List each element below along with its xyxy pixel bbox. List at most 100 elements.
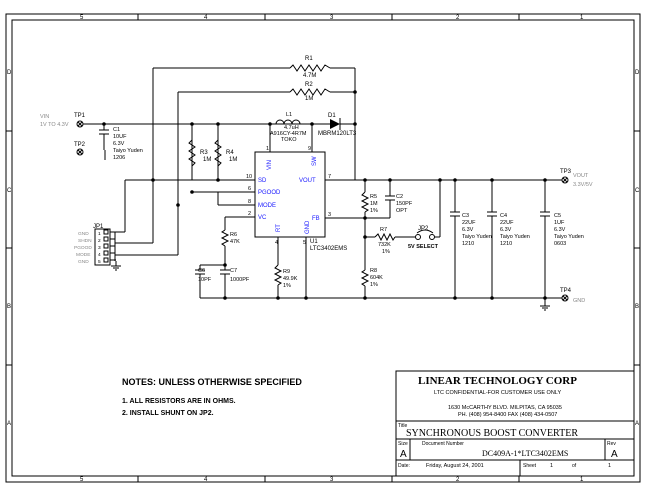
col-label-bottom: 3	[330, 477, 334, 483]
d1-ref: D1	[328, 113, 336, 119]
c2-note: OPT	[396, 208, 408, 214]
r7-ref: R7	[380, 227, 387, 233]
testpoint-tp4[interactable]: TP4 GND	[545, 288, 585, 304]
u1-ref: U1	[310, 239, 318, 245]
document-number: DC409A-1*LTC3402EMS	[482, 449, 568, 458]
tp1-ref: TP1	[74, 113, 86, 119]
rev-value: A	[611, 449, 618, 460]
c5-size: 0603	[554, 241, 566, 247]
c1-ref: C1	[113, 127, 120, 133]
r1-ref: R1	[305, 56, 313, 62]
jp1-pin-number: 1	[98, 231, 101, 237]
r8-ref: R8	[370, 268, 377, 274]
capacitor-c4: C4 22UF 6.3V Taiyo Yuden 1210	[487, 211, 530, 247]
header-jp1[interactable]: JP1 GND SHDN PGOOD MODE GND 1 2 3 4 5	[74, 224, 116, 266]
r9-tol: 1%	[283, 283, 291, 289]
notes-heading: NOTES: UNLESS OTHERWISE SPECIFIED	[122, 377, 302, 387]
pin-number: 10	[246, 174, 252, 180]
r5-tol: 1%	[370, 208, 378, 214]
c1-maker: Taiyo Yuden	[113, 148, 143, 154]
col-label-bottom: 4	[204, 477, 208, 483]
r6-ref: R6	[230, 232, 237, 238]
ic-u1: SD PGOOD MODE VC VOUT FB VIN SW RT GND 1…	[246, 146, 347, 252]
testpoint-tp1[interactable]: TP1 VIN 1V TO 4.3V	[40, 113, 86, 128]
testpoint-tp2[interactable]: TP2	[74, 142, 86, 156]
company-name: LINEAR TECHNOLOGY CORP	[418, 375, 577, 387]
resistor-r7: R7 732K 1%	[374, 227, 396, 255]
resistor-r1: R1 4.7M	[289, 56, 331, 79]
resistor-r2: R2 1M	[289, 82, 331, 102]
pin-vout-label: VOUT	[299, 178, 316, 184]
pin-pgood-label: PGOOD	[258, 190, 281, 196]
row-label-right: A	[635, 421, 639, 427]
capacitor-c1: C1 10UF 6.3V Taiyo Yuden 1206	[99, 127, 143, 161]
tp3-ref: TP3	[560, 169, 572, 175]
row-label-right: B	[635, 304, 639, 310]
jp1-pin-number: 5	[98, 259, 101, 265]
jp1-pin-number: 3	[98, 245, 101, 251]
c3-ref: C3	[462, 213, 469, 219]
pin-gnd-label: GND	[305, 220, 311, 234]
sheet-label: Sheet	[523, 463, 537, 469]
row-label-left: C	[7, 188, 12, 194]
col-label-bottom: 2	[456, 477, 460, 483]
drawing-title: SYNCHRONOUS BOOST CONVERTER	[406, 428, 578, 439]
date-value: Friday, August 24, 2001	[426, 463, 484, 469]
l1-ref: L1	[286, 112, 292, 118]
c4-ref: C4	[500, 213, 507, 219]
jp1-ref: JP1	[93, 224, 104, 230]
c5-value: 1UF	[554, 220, 565, 226]
capacitor-c3: C3 22UF 6.3V Taiyo Yuden 1210	[450, 211, 492, 247]
col-label-top: 4	[204, 15, 208, 21]
resistor-r9: R9 49.9K 1%	[273, 264, 298, 289]
capacitor-c5: C5 1UF 6.3V Taiyo Yuden 0603	[540, 211, 584, 247]
tp4-net: GND	[573, 298, 585, 304]
note-item: 2. INSTALL SHUNT ON JP2.	[122, 410, 214, 417]
pin-number: 7	[328, 174, 331, 180]
r4-ref: R4	[226, 150, 234, 156]
testpoint-tp3[interactable]: TP3 VOUT 3.3V/5V	[545, 169, 593, 188]
col-label-top: 2	[456, 15, 460, 21]
drawing-frame: 5 4 3 2 1 5 4 3 2 1 D C B A D C B A	[5, 13, 641, 483]
capacitor-c6: C6 10PF	[195, 268, 212, 283]
of-label: of	[572, 463, 577, 469]
jp1-pin-label: MODE	[76, 252, 90, 258]
pin-number: 6	[248, 186, 251, 192]
inductor-l1: L1 4.7uH A916CY-4R7M TOKO	[260, 112, 307, 143]
jumper-jp2[interactable]: JP2 5V SELECT	[408, 226, 439, 250]
wires	[83, 67, 550, 311]
tp1-net: VIN	[40, 114, 49, 120]
capacitor-c7: C7 1000PF	[220, 268, 250, 283]
col-label-top: 1	[580, 15, 584, 21]
r7-value: 732K	[378, 242, 391, 248]
r8-value: 604K	[370, 275, 383, 281]
of-value: 1	[608, 463, 611, 469]
resistor-r8: R8 604K 1%	[360, 268, 383, 288]
jp1-pin-label: GND	[78, 259, 89, 265]
c3-maker: Taiyo Yuden	[462, 234, 492, 240]
pin-number: 9	[308, 146, 311, 152]
tp4-ref: TP4	[560, 288, 572, 294]
row-label-left: D	[7, 70, 12, 76]
c2-ref: C2	[396, 194, 403, 200]
resistor-r4: R4 1M	[214, 139, 237, 167]
l1-maker: TOKO	[281, 137, 297, 143]
c1-size: 1206	[113, 155, 125, 161]
c4-voltage: 6.3V	[500, 227, 512, 233]
col-label-top: 5	[80, 15, 84, 21]
c5-ref: C5	[554, 213, 561, 219]
resistor-r6: R6 47K	[220, 229, 240, 247]
c7-value: 1000PF	[230, 277, 250, 283]
c3-size: 1210	[462, 241, 474, 247]
pin-number: 8	[248, 199, 251, 205]
pin-number: 5	[303, 240, 306, 246]
tp3-net: VOUT	[573, 173, 589, 179]
jp2-ref: JP2	[418, 226, 429, 232]
c3-voltage: 6.3V	[462, 227, 474, 233]
rev-label: Rev	[607, 441, 616, 447]
l1-value: 4.7uH	[284, 125, 299, 131]
c2-value: 150PF	[396, 201, 413, 207]
r9-ref: R9	[283, 269, 290, 275]
u1-part: LTC3402EMS	[310, 246, 347, 252]
